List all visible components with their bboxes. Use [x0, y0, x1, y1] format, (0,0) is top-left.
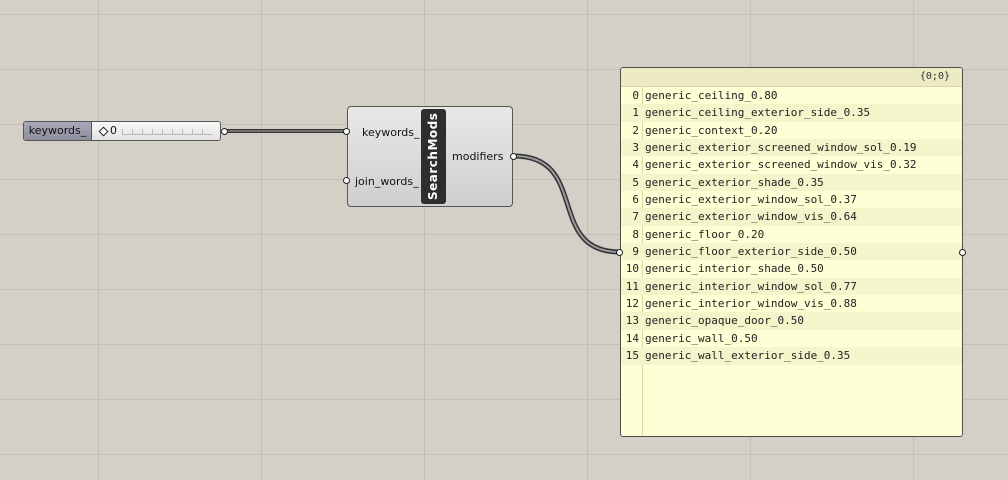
panel-item-value: generic_floor_exterior_side_0.50	[645, 245, 857, 259]
output-panel[interactable]: {0;0} 0 generic_ceiling_0.80 1 generic_ceil…	[620, 67, 963, 437]
panel-item-value: generic_exterior_window_vis_0.64	[645, 210, 857, 224]
output-port-modifiers[interactable]	[510, 152, 517, 160]
panel-item-value: generic_interior_shade_0.50	[645, 262, 824, 276]
input-port-join-words[interactable]	[343, 176, 350, 184]
panel-list-item: 4 generic_exterior_screened_window_vis_0.…	[621, 156, 962, 173]
wire-modifiers-to-panel[interactable]	[513, 153, 621, 255]
panel-item-index: 0	[632, 89, 639, 102]
panel-list-item: 3 generic_exterior_screened_window_sol_0.…	[621, 139, 962, 157]
panel-item-index: 1	[632, 106, 639, 120]
panel-item-index: 13	[625, 314, 639, 328]
panel-list-item: 10 generic_interior_shade_0.50	[621, 260, 962, 277]
input-port-keywords[interactable]	[343, 127, 350, 135]
slider-value: 0	[110, 124, 117, 137]
panel-item-value: generic_wall_0.50	[645, 331, 758, 345]
panel-list-item: 14 generic_wall_0.50	[621, 330, 962, 347]
panel-item-value: generic_ceiling_0.80	[645, 89, 778, 102]
panel-list-item: 6 generic_exterior_window_sol_0.37	[621, 191, 962, 208]
panel-list-item: 8 generic_floor_0.20	[621, 226, 962, 243]
panel-item-value: generic_opaque_door_0.50	[645, 314, 804, 328]
panel-item-index: 6	[632, 193, 639, 207]
panel-list-item: 15 generic_wall_exterior_side_0.35	[621, 347, 962, 365]
panel-list-item: 13 generic_opaque_door_0.50	[621, 312, 962, 330]
panel-item-index: 11	[625, 279, 639, 293]
panel-list-item: 11 generic_interior_window_sol_0.77	[621, 277, 962, 296]
panel-list-item: 5 generic_exterior_shade_0.35	[621, 173, 962, 192]
input-label-join-words: join_words_	[355, 175, 419, 188]
number-slider[interactable]: keywords_ 0	[23, 121, 221, 141]
output-label-modifiers: modifiers	[452, 150, 504, 163]
slider-track[interactable]: 0	[92, 122, 220, 140]
panel-list-item: 1 generic_ceiling_exterior_side_0.35	[621, 104, 962, 122]
panel-item-index: 10	[625, 262, 639, 276]
panel-list-item: 2 generic_context_0.20	[621, 122, 962, 139]
panel-item-index: 3	[632, 141, 639, 155]
component-name: SearchMods	[421, 109, 446, 204]
searchmods-component[interactable]: keywords_ join_words_ SearchMods modifie…	[347, 106, 513, 207]
panel-item-value: generic_ceiling_exterior_side_0.35	[645, 106, 871, 120]
panel-item-value: generic_exterior_screened_window_sol_0.1…	[645, 141, 917, 155]
panel-item-value: generic_interior_window_vis_0.88	[645, 297, 857, 311]
panel-item-index: 12	[625, 297, 639, 311]
panel-list-item: 0 generic_ceiling_0.80	[621, 87, 962, 104]
panel-item-value: generic_interior_window_sol_0.77	[645, 279, 857, 293]
panel-item-index: 9	[632, 245, 639, 259]
panel-input-port[interactable]	[616, 248, 623, 256]
panel-path-header: {0;0}	[621, 68, 962, 87]
slider-label: keywords_	[24, 122, 92, 140]
panel-item-index: 2	[632, 123, 639, 137]
panel-item-value: generic_wall_exterior_side_0.35	[645, 349, 851, 363]
panel-item-value: generic_exterior_window_sol_0.37	[645, 193, 857, 207]
panel-output-port[interactable]	[959, 248, 966, 256]
slider-ticks	[122, 129, 212, 135]
panel-item-index: 14	[625, 331, 639, 345]
panel-item-value: generic_exterior_screened_window_vis_0.3…	[645, 158, 917, 172]
panel-item-value: generic_floor_0.20	[645, 227, 765, 241]
panel-item-value: generic_exterior_shade_0.35	[645, 175, 824, 189]
panel-list: 0 generic_ceiling_0.80 1 generic_ceiling_ex…	[621, 87, 962, 365]
panel-item-index: 7	[632, 210, 639, 224]
panel-item-index: 15	[625, 349, 639, 363]
panel-item-index: 4	[632, 158, 639, 172]
panel-list-item: 7 generic_exterior_window_vis_0.64	[621, 208, 962, 226]
slider-knob-icon[interactable]	[98, 126, 109, 137]
panel-item-value: generic_context_0.20	[645, 123, 778, 137]
panel-item-index: 8	[632, 227, 639, 241]
input-label-keywords: keywords_	[362, 126, 420, 139]
slider-output-port[interactable]	[221, 127, 228, 135]
panel-list-item: 12 generic_interior_window_vis_0.88	[621, 295, 962, 312]
panel-list-item: 9 generic_floor_exterior_side_0.50	[621, 243, 962, 261]
panel-item-index: 5	[632, 175, 639, 189]
panel-index-gutter	[642, 86, 643, 436]
